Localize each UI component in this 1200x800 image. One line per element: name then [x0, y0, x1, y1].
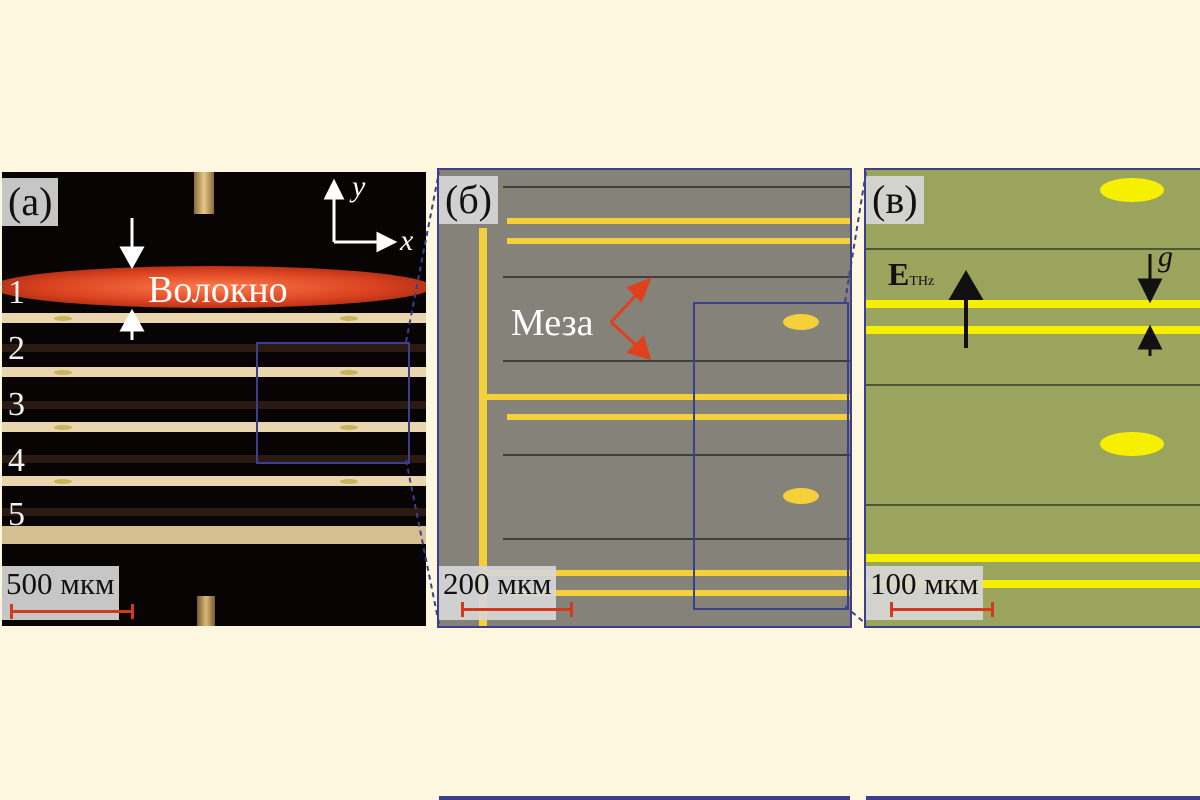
gold-strip — [507, 218, 850, 224]
gold-strip — [866, 554, 1200, 562]
row-number-5: 5 — [8, 496, 25, 533]
axis-y-label: y — [352, 172, 366, 203]
field-label: ETHz — [888, 258, 934, 298]
pad — [340, 425, 358, 430]
waveguide-4 — [2, 455, 426, 463]
mesa-label: Меза — [511, 302, 594, 344]
fiber-width-arrows — [119, 218, 145, 340]
fiber-glow — [2, 266, 426, 308]
row-number-1: 1 — [8, 274, 25, 311]
scale-bar-c — [890, 602, 994, 617]
waveguide-2 — [2, 344, 426, 352]
waveguide-3 — [2, 401, 426, 409]
mesa-arrows — [609, 277, 652, 361]
pad — [340, 316, 358, 321]
gold-strip — [483, 570, 850, 576]
panel-a-tag: (а) — [2, 178, 59, 226]
gold-strip — [507, 590, 850, 596]
pad — [54, 479, 72, 484]
gold-strip — [866, 300, 1200, 308]
gold-pad — [1100, 178, 1164, 202]
next-panel-edge-right — [866, 796, 1200, 800]
gold-bus-vertical — [479, 228, 487, 626]
panel-c-microscope-image: (в) ETHz g 100 мкм — [864, 168, 1200, 628]
top-probe — [194, 172, 214, 214]
pad — [340, 479, 358, 484]
gold-strip — [866, 326, 1200, 334]
gold-pad — [783, 314, 819, 330]
stripe-4 — [2, 476, 426, 486]
scale-label-c: 100 мкм — [866, 566, 983, 620]
gap-label: g — [1158, 240, 1173, 273]
panel-c-tag: (в) — [866, 176, 924, 224]
gap-arrows — [1137, 254, 1163, 356]
gold-strip — [507, 414, 850, 420]
panel-b-tag: (б) — [439, 176, 498, 224]
gold-strip — [866, 580, 1200, 588]
scale-bar-b — [461, 602, 573, 617]
field-arrow-icon — [948, 270, 984, 348]
scale-label-b: 200 мкм — [439, 566, 556, 620]
panel-c-arrows — [948, 254, 1163, 356]
pad — [54, 370, 72, 375]
fiber-label: Волокно — [148, 269, 288, 311]
waveguide-5 — [2, 508, 426, 516]
stripe-3 — [2, 422, 426, 432]
pad — [340, 370, 358, 375]
gold-strip — [483, 394, 850, 400]
next-panel-edge-left — [439, 796, 850, 800]
axes-icon — [323, 178, 398, 253]
row-number-2: 2 — [8, 330, 25, 367]
stripe-6 — [2, 526, 426, 544]
gold-strip — [507, 238, 850, 244]
gold-pad — [1100, 432, 1164, 456]
stripe-1 — [2, 313, 426, 323]
row-number-3: 3 — [8, 386, 25, 423]
row-number-4: 4 — [8, 442, 25, 479]
pad — [54, 425, 72, 430]
stripe-2 — [2, 367, 426, 377]
zoom-region-box — [693, 302, 849, 610]
pad — [54, 316, 72, 321]
mesa-line — [866, 504, 1200, 506]
bottom-probe — [197, 596, 215, 626]
mesa-line — [503, 186, 850, 188]
scale-bar-a — [10, 604, 134, 619]
mesa-line — [866, 384, 1200, 386]
panel-a-microscope-image: (а) y x Волокно 1 2 3 4 5 500 мкм — [2, 172, 426, 626]
panel-b-microscope-image: (б) Меза 200 мкм — [437, 168, 852, 628]
mesa-line — [503, 360, 850, 362]
gold-pad — [783, 488, 819, 504]
mesa-line — [503, 538, 850, 540]
mesa-line — [503, 454, 850, 456]
mesa-line — [503, 276, 850, 278]
field-subscript: THz — [909, 274, 935, 289]
panel-a-arrows — [119, 178, 398, 340]
zoom-region-box — [256, 342, 410, 464]
field-symbol: E — [888, 256, 910, 292]
mesa-line — [866, 248, 1200, 250]
